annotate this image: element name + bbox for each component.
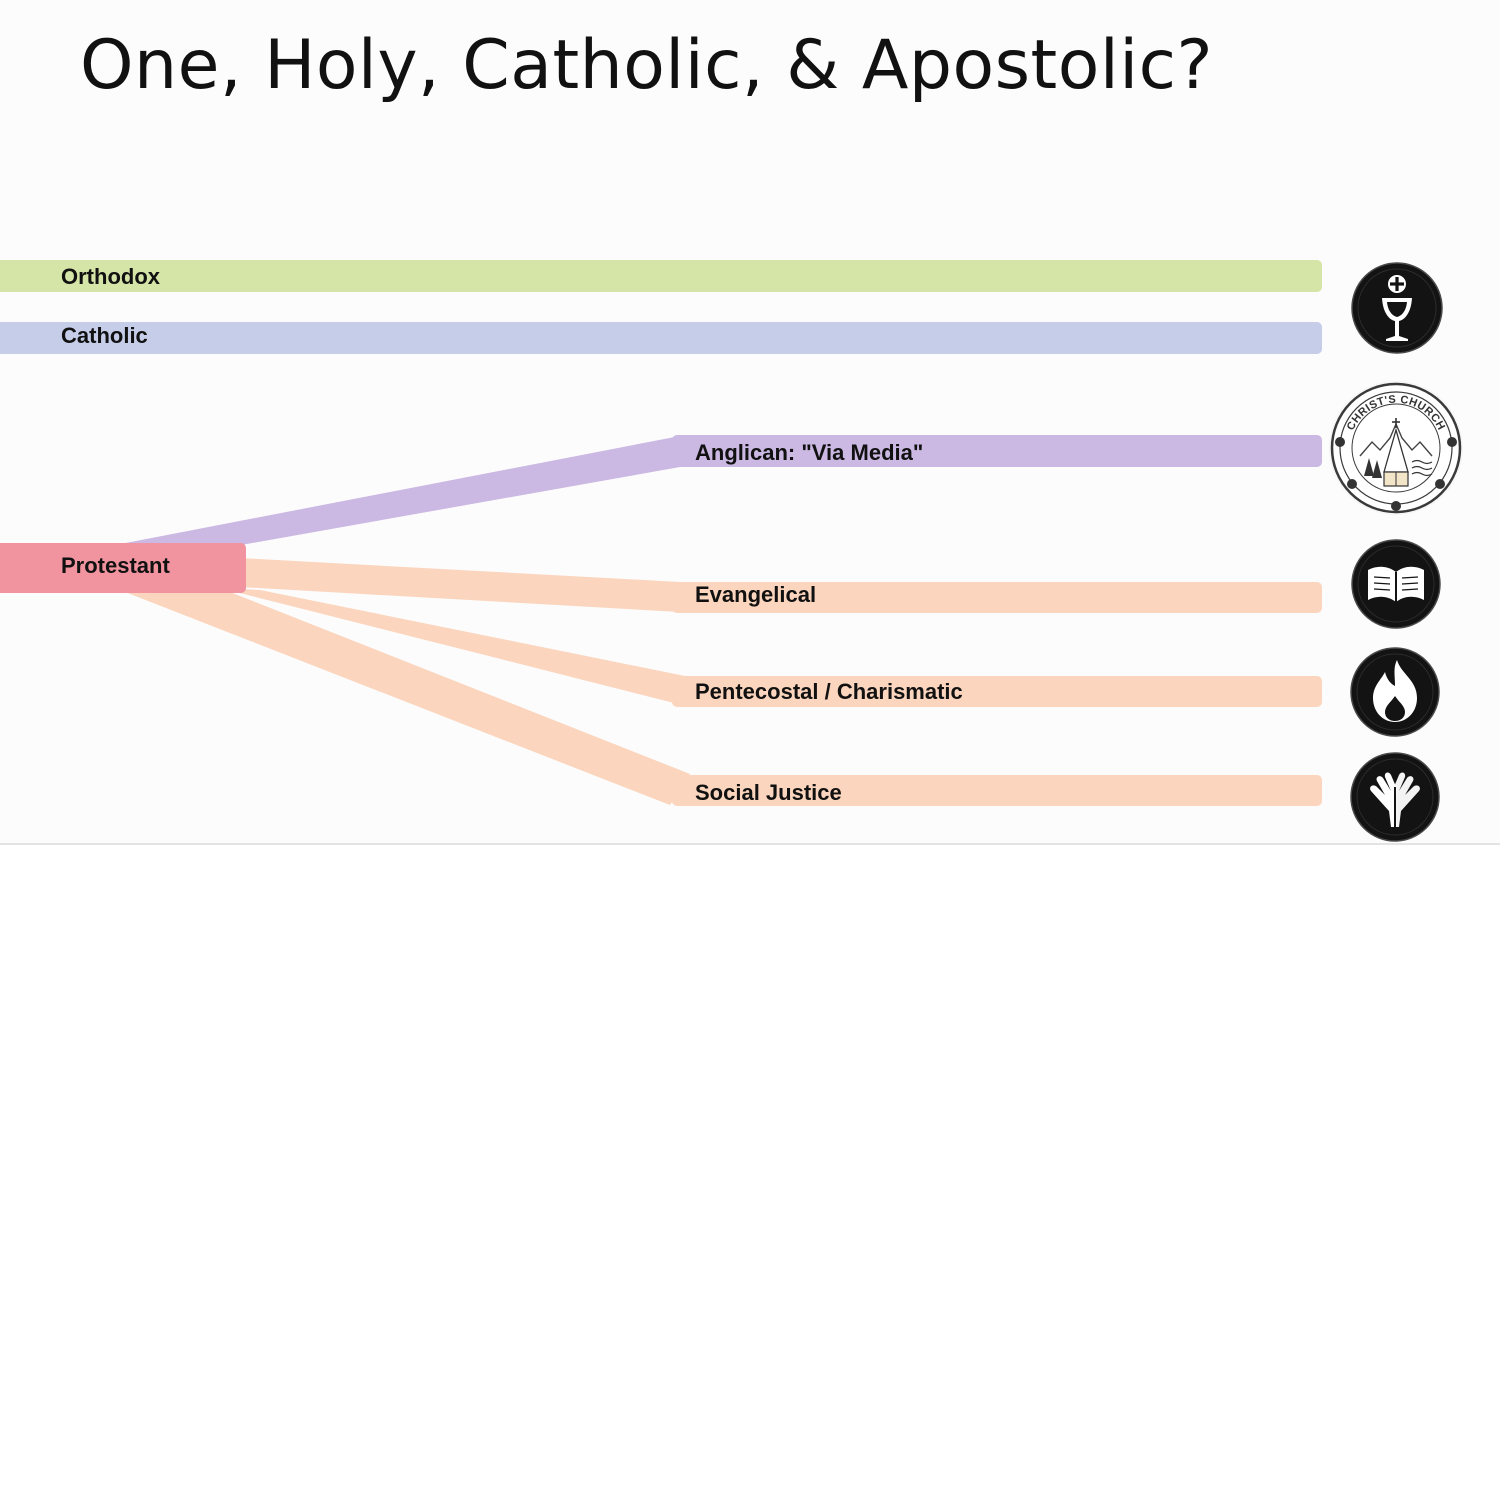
connector-protestant-social-justice <box>125 592 690 805</box>
band-anglican-label: Anglican: "Via Media" <box>695 440 923 465</box>
band-catholic-label: Catholic <box>61 323 148 348</box>
band-protestant: Protestant <box>0 543 246 593</box>
band-evangelical-bar <box>672 582 1322 613</box>
band-orthodox: Orthodox <box>0 260 1322 292</box>
band-orthodox-bar <box>0 260 1322 292</box>
flame-icon <box>1350 647 1440 737</box>
band-orthodox-label: Orthodox <box>61 264 161 289</box>
connector-protestant-evangelical <box>240 558 680 612</box>
open-hands-icon <box>1350 752 1440 842</box>
chalice-icon <box>1351 262 1443 354</box>
christs-church-seal-icon: CHRIST'S CHURCH <box>1329 381 1463 515</box>
band-catholic-bar <box>0 322 1322 354</box>
band-social-justice-bar <box>672 775 1322 806</box>
band-pentecostal-bar <box>672 676 1322 707</box>
connector-protestant-anglican <box>105 436 680 547</box>
band-pentecostal-label: Pentecostal / Charismatic <box>695 679 963 704</box>
denomination-tree-diagram: Orthodox Catholic Anglican: "Via Media" … <box>0 260 1463 842</box>
band-pentecostal: Pentecostal / Charismatic <box>672 676 1322 707</box>
band-social-justice: Social Justice <box>672 775 1322 806</box>
band-catholic: Catholic <box>0 322 1322 354</box>
band-evangelical-label: Evangelical <box>695 582 816 607</box>
band-protestant-box <box>0 543 246 593</box>
slide: One, Holy, Catholic, & Apostolic? Orthod… <box>0 26 1500 845</box>
band-protestant-label: Protestant <box>61 553 170 578</box>
connector-protestant-pentecostal <box>220 588 690 707</box>
blank-canvas-area <box>0 845 1500 1500</box>
open-bible-icon <box>1351 539 1441 629</box>
band-evangelical: Evangelical <box>672 582 1322 613</box>
band-anglican: Anglican: "Via Media" <box>672 435 1322 467</box>
band-social-justice-label: Social Justice <box>695 780 842 805</box>
band-anglican-bar <box>672 435 1322 467</box>
page-title: One, Holy, Catholic, & Apostolic? <box>80 26 1214 105</box>
